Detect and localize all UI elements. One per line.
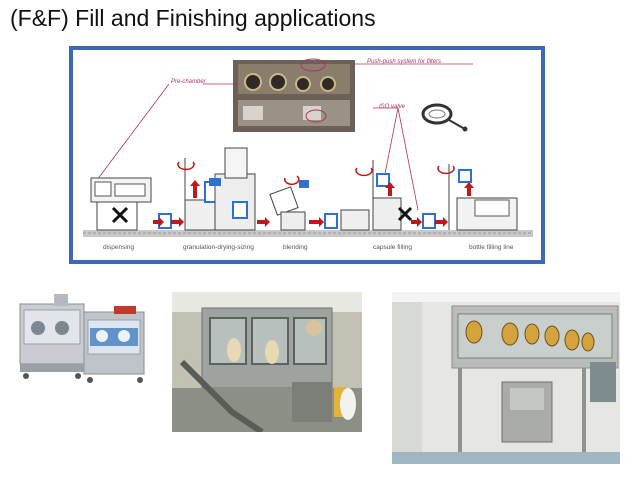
step-label-bottle-filling: bottle filling line — [469, 244, 514, 251]
iso-valve-image — [423, 105, 468, 132]
step-label-blending: blending — [283, 244, 308, 251]
step-label-dispensing: dispensing — [103, 244, 134, 251]
station-blending — [270, 180, 337, 230]
process-diagram: Push-push system for filters Pre-chamber… — [69, 46, 545, 264]
isolator-line-photo — [392, 292, 620, 464]
callout-iso-valve: ISO valve — [379, 104, 406, 110]
station-bottle-filling — [449, 164, 517, 230]
isolator-units-photo — [14, 290, 150, 386]
step-label-capsule-filling: capsule filling — [373, 244, 412, 251]
glovebox-inset-photo — [233, 59, 355, 132]
slide-title: (F&F) Fill and Finishing applications — [10, 5, 376, 32]
callout-pre-chamber: Pre-chamber — [171, 79, 207, 85]
isolator-room-photo — [172, 292, 362, 432]
step-label-granulation: granulation-drying-sizing — [183, 244, 254, 251]
